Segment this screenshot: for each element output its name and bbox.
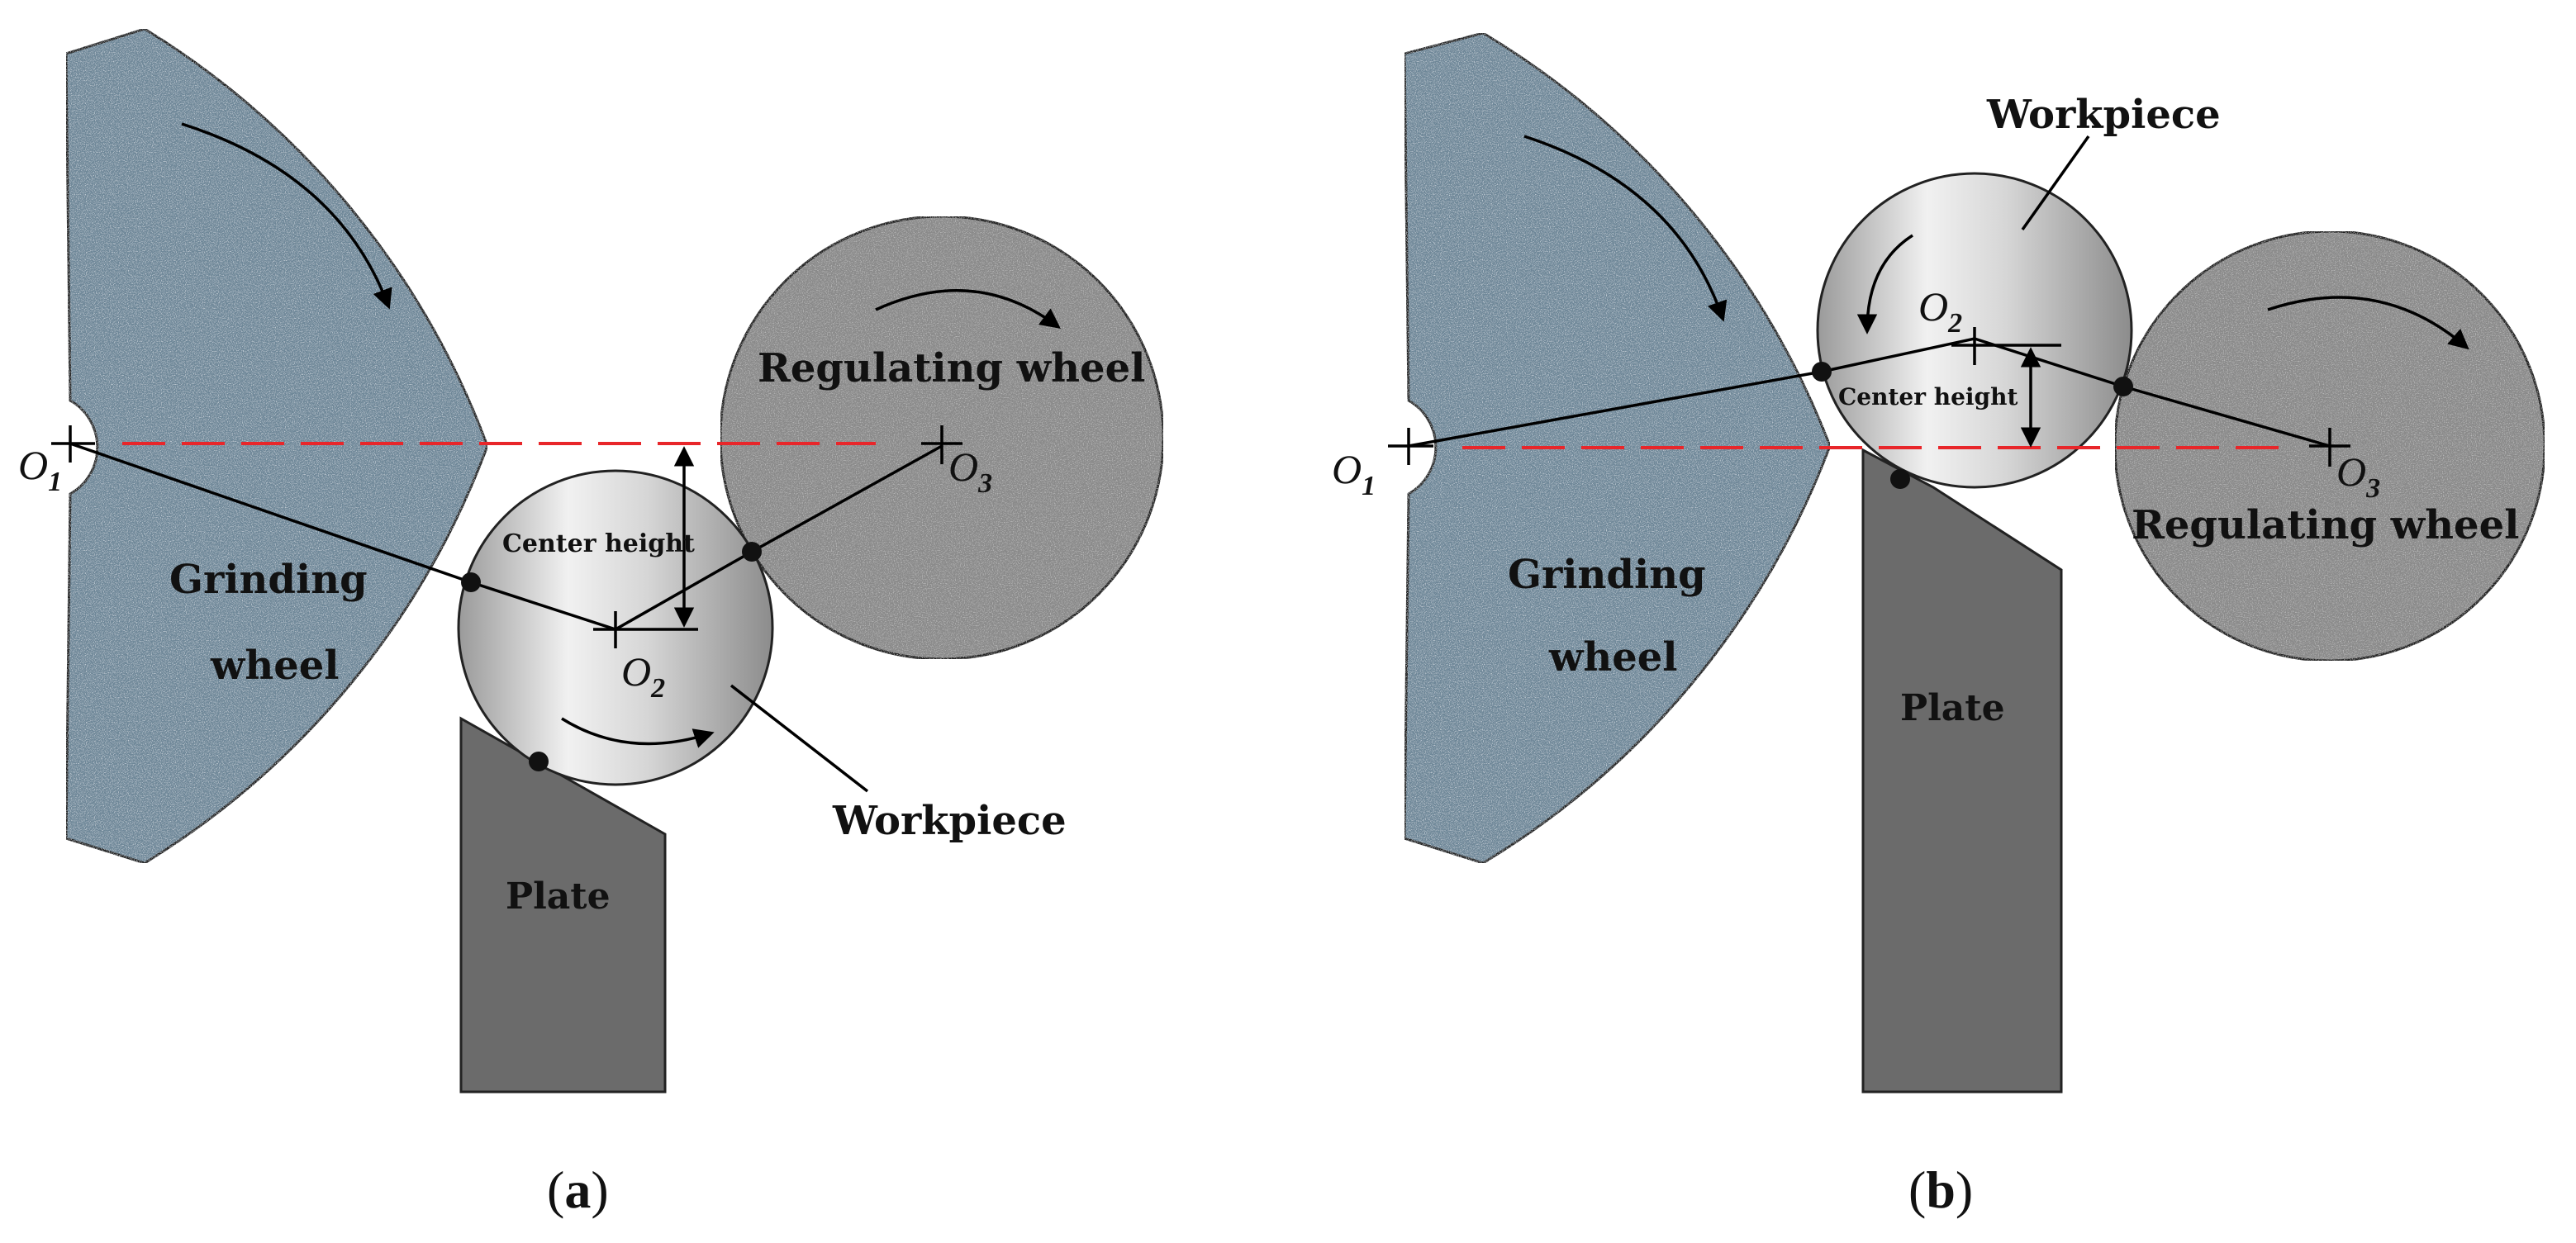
workpiece-rotation-arrow-a [561, 717, 715, 748]
o2-marker-b [1951, 327, 2061, 365]
workpiece-label-a: Workpiece [832, 798, 1067, 844]
contact-point-grinding-b [1812, 362, 1832, 382]
caption-a: (a) [547, 1160, 609, 1219]
contact-point-grinding-a [461, 572, 481, 592]
regulating-wheel-rotation-arrow-b [2267, 296, 2469, 350]
regulating-wheel-rotation-arrow-a [875, 289, 1061, 329]
workpiece-leader-b [2021, 135, 2090, 231]
contact-point-regulating-b [2113, 377, 2133, 396]
grinding-wheel-rotation-arrow-a [181, 122, 392, 310]
workpiece-leader-a [730, 684, 869, 793]
o3-marker-b [2309, 428, 2350, 467]
o1-marker-a [51, 425, 95, 463]
o1-label-b: O1 [1332, 446, 1376, 501]
o2-marker-a [593, 611, 698, 648]
caption-b: (b) [1908, 1160, 1973, 1219]
grinding-wheel-label-a-1: Grinding [169, 557, 368, 603]
grinding-wheel-a [64, 27, 489, 865]
grinding-wheel-rotation-arrow-b [1523, 135, 1728, 322]
contact-point-plate-a [529, 752, 549, 771]
plate-label-a: Plate [506, 875, 611, 918]
o3-label-b: O3 [2336, 448, 2380, 504]
panel-a: Grinding wheel Regulating wheel Center h… [18, 27, 1165, 1219]
contact-point-plate-b [1890, 469, 1910, 489]
plate-b [1861, 448, 2063, 1094]
o2-label-a: O2 [621, 648, 665, 704]
o2-label-b: O2 [1918, 283, 1962, 339]
panel-b: Grinding wheel Regulating wheel Center h… [1332, 31, 2546, 1219]
center-height-label-a: Center height [502, 529, 695, 558]
o3-label-a: O3 [948, 444, 992, 499]
regulating-wheel-label-a: Regulating wheel [758, 345, 1145, 391]
o1-marker-b [1388, 428, 1433, 465]
contact-point-regulating-a [742, 542, 762, 562]
workpiece-rotation-arrow-b [1856, 234, 1913, 334]
workpiece-label-b: Workpiece [1986, 92, 2221, 138]
grinding-wheel-label-b-1: Grinding [1508, 552, 1706, 598]
o1-label-a: O1 [18, 442, 62, 497]
regulating-wheel-label-b: Regulating wheel [2132, 502, 2519, 548]
grinding-wheel-label-a-2: wheel [210, 643, 340, 689]
o3-marker-a [921, 425, 962, 464]
grinding-wheel-label-b-2: wheel [1548, 634, 1678, 681]
center-height-label-b: Center height [1838, 383, 2018, 410]
plate-label-b: Plate [1900, 687, 2005, 729]
